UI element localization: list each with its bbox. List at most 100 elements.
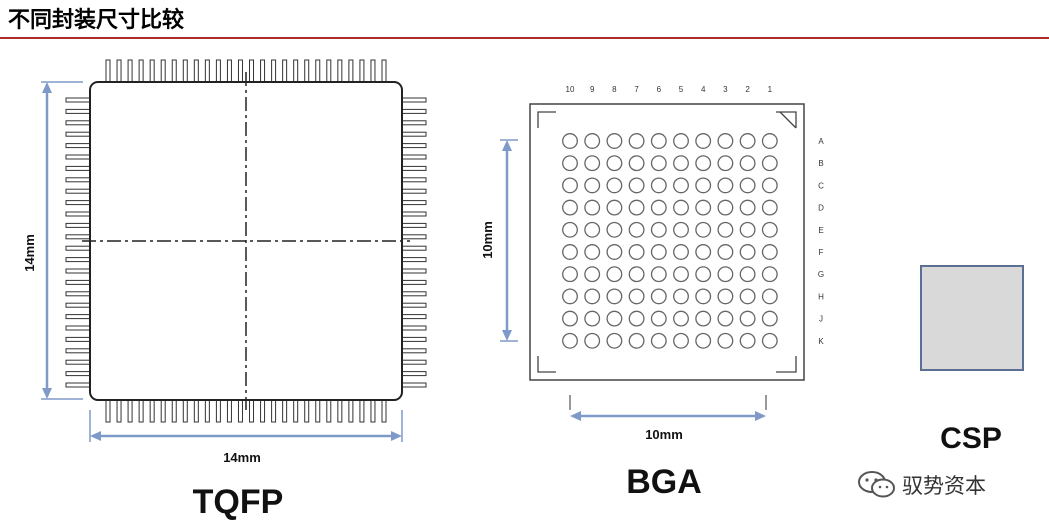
bga-row-label: K — [818, 337, 824, 346]
tqfp-pin-left — [65, 177, 91, 183]
tqfp-pin-top — [105, 59, 111, 83]
bga-ball-grid — [562, 133, 778, 349]
bga-ball — [628, 244, 645, 260]
bga-ball — [673, 177, 689, 194]
bga-ball — [739, 221, 756, 238]
tqfp-pin-top — [293, 59, 299, 83]
bga-ball — [673, 221, 689, 238]
tqfp-pin-left — [65, 371, 91, 377]
bga-ball — [695, 133, 712, 149]
tqfp-pin-top — [249, 59, 255, 83]
tqfp-pin-bottom — [160, 399, 166, 423]
csp-label: CSP — [940, 422, 1002, 455]
tqfp-pin-right — [401, 336, 427, 342]
bga-ball — [650, 221, 667, 238]
bga-ball — [695, 155, 712, 172]
tqfp-pin-left — [65, 200, 91, 206]
tqfp-pin-right — [401, 268, 427, 274]
bga-ball — [650, 332, 667, 349]
bga-ball — [717, 199, 734, 216]
tqfp-pin-bottom — [315, 399, 321, 423]
tqfp-pin-right — [401, 359, 427, 365]
bga-ball — [739, 266, 756, 283]
bga-column-label: 9 — [590, 85, 595, 94]
tqfp-dim-horizontal-label: 14mm — [223, 450, 261, 465]
tqfp-pin-top — [149, 59, 155, 83]
bga-ball — [606, 155, 623, 172]
bga-column-label: 7 — [634, 85, 639, 94]
bga-ball — [562, 244, 578, 260]
tqfp-pin-top — [348, 59, 354, 83]
tqfp-pin-left — [65, 154, 91, 160]
bga-row-label: H — [818, 292, 824, 301]
tqfp-pin-right — [401, 200, 427, 206]
tqfp-dim-vertical-label: 14mm — [22, 234, 37, 272]
bga-column-label: 5 — [679, 85, 684, 94]
tqfp-pin-top — [160, 59, 166, 83]
bga-ball — [695, 310, 712, 327]
tqfp-pin-right — [401, 188, 427, 194]
tqfp-pin-top — [282, 59, 288, 83]
bga-column-label: 8 — [612, 85, 617, 94]
tqfp-pin-left — [65, 325, 91, 331]
bga-ball — [695, 221, 712, 238]
tqfp-pin-top — [182, 59, 188, 83]
tqfp-pin-bottom — [260, 399, 266, 423]
bga-ball — [761, 266, 778, 283]
title-divider — [0, 37, 1049, 39]
bga-ball — [584, 332, 601, 349]
tqfp-pin-right — [401, 279, 427, 285]
tqfp-pin-bottom — [249, 399, 255, 423]
bga-column-label: 1 — [768, 85, 773, 94]
bga-ball — [606, 177, 623, 194]
bga-column-label: 4 — [701, 85, 706, 94]
bga-row-label: G — [818, 270, 824, 279]
tqfp-pin-right — [401, 371, 427, 377]
bga-dim-horizontal-label: 10mm — [645, 427, 683, 442]
bga-ball — [584, 221, 601, 238]
bga-ball — [628, 133, 645, 149]
bga-ball — [628, 266, 645, 283]
bga-ball — [584, 199, 601, 216]
tqfp-pin-bottom — [105, 399, 111, 423]
bga-ball — [562, 310, 578, 327]
tqfp-pin-bottom — [293, 399, 299, 423]
bga-row-label: D — [818, 204, 824, 213]
bga-ball — [673, 288, 689, 305]
tqfp-pin-top — [204, 59, 210, 83]
bga-column-label: 6 — [657, 85, 662, 94]
csp-body — [920, 265, 1024, 371]
tqfp-pin-bottom — [304, 399, 310, 423]
tqfp-pin-right — [401, 257, 427, 263]
bga-ball — [606, 199, 623, 216]
tqfp-pin-bottom — [127, 399, 133, 423]
tqfp-pin-bottom — [337, 399, 343, 423]
tqfp-pin-right — [401, 143, 427, 149]
tqfp-pin-bottom — [149, 399, 155, 423]
bga-ball — [717, 177, 734, 194]
bga-ball — [761, 244, 778, 260]
bga-label: BGA — [626, 463, 702, 501]
tqfp-pin-top — [127, 59, 133, 83]
tqfp-pin-right — [401, 177, 427, 183]
tqfp-pin-right — [401, 302, 427, 308]
tqfp-pin-right — [401, 222, 427, 228]
bga-ball — [628, 199, 645, 216]
tqfp-pin-left — [65, 348, 91, 354]
bga-ball — [761, 133, 778, 149]
bga-dim-horizontal — [569, 395, 767, 421]
tqfp-pin-top — [304, 59, 310, 83]
bga-ball — [562, 266, 578, 283]
bga-ball — [695, 199, 712, 216]
tqfp-pin-top — [271, 59, 277, 83]
bga-ball — [628, 155, 645, 172]
bga-ball — [761, 288, 778, 305]
bga-ball — [650, 266, 667, 283]
bga-column-label: 2 — [745, 85, 750, 94]
bga-ball — [650, 199, 667, 216]
bga-row-label: J — [819, 315, 823, 324]
bga-ball — [761, 177, 778, 194]
bga-ball — [673, 244, 689, 260]
